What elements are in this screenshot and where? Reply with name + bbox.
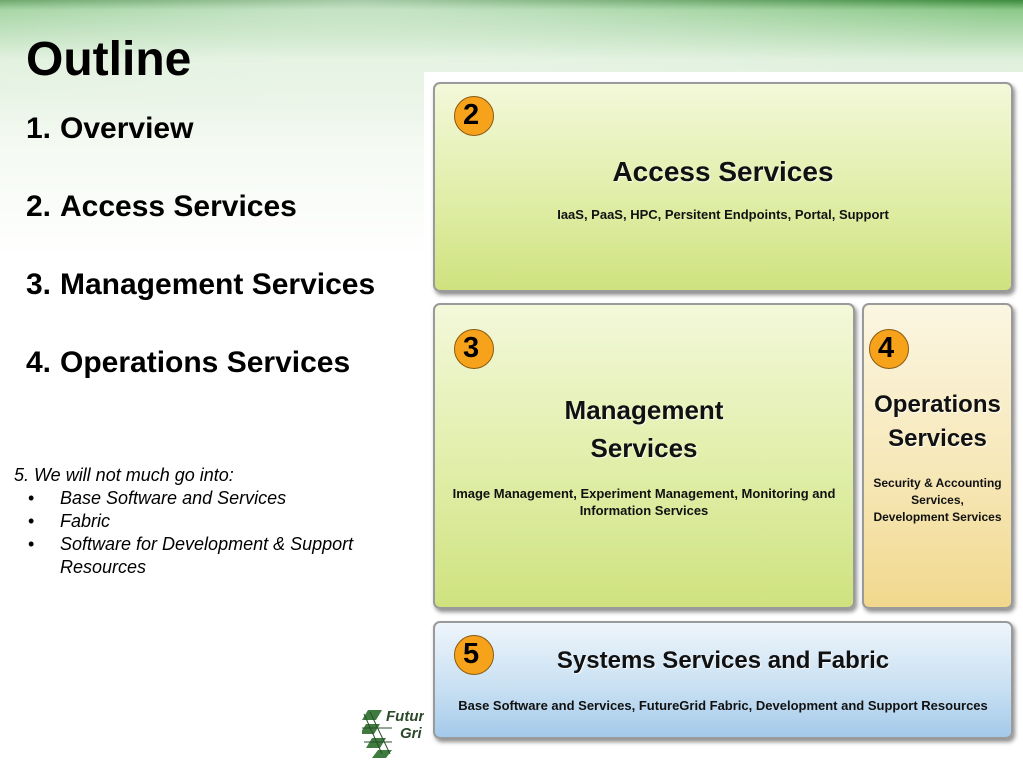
operations-services-title-line1: Operations (874, 391, 1001, 418)
access-services-box: 2 Access Services IaaS, PaaS, HPC, Persi… (433, 82, 1013, 292)
note-item: • Base Software and Services (14, 487, 414, 510)
outline-label: Access Services (60, 190, 297, 223)
note-title: 5. We will not much go into: (14, 465, 234, 485)
outline-label: Management Services (60, 268, 376, 301)
note-item-text: Software for Development & Support Resou… (60, 534, 354, 577)
systems-services-subtitle: Base Software and Services, FutureGrid F… (458, 698, 988, 713)
outline-number: 3. (26, 268, 52, 301)
badge-access: 2 (454, 96, 494, 136)
logo-text-line1: Futur (386, 708, 425, 725)
futuregrid-logo: Futur Gri (360, 702, 432, 758)
outline-number: 2. (26, 190, 52, 223)
badge-operations: 4 (869, 329, 909, 369)
outline-item-management: 3. Management Services (26, 268, 375, 346)
outline-label: Overview (60, 112, 194, 145)
systems-services-title: Systems Services and Fabric (556, 647, 890, 674)
management-services-title-line2: Services (590, 433, 698, 463)
outline-number: 4. (26, 346, 52, 379)
note-item-text: Base Software and Services (60, 488, 287, 508)
systems-services-box: 5 Systems Services and Fabric Base Softw… (433, 621, 1013, 739)
note-block: 5. We will not much go into: • Base Soft… (14, 464, 414, 579)
badge-systems: 5 (454, 635, 494, 675)
management-services-subtitle-line1: Image Management, Experiment Management,… (452, 486, 836, 501)
note-item-text: Fabric (60, 511, 111, 531)
bullet-icon: • (28, 511, 35, 531)
note-item: • Fabric (14, 510, 414, 533)
outline-item-overview: 1. Overview (26, 112, 375, 190)
outline-label: Operations Services (60, 346, 351, 379)
grid-logo-icon (360, 710, 392, 758)
badge-management: 3 (454, 329, 494, 369)
note-list: • Base Software and Services • Fabric • … (14, 487, 414, 579)
outline-item-access: 2. Access Services (26, 190, 375, 268)
note-item: • Software for Development & Support Res… (14, 533, 414, 579)
outline-number: 1. (26, 112, 52, 145)
operations-services-subtitle-line1: Security & Accounting (873, 476, 1002, 490)
access-services-title: Access Services (612, 156, 834, 187)
management-services-subtitle-line2: Information Services (579, 503, 709, 518)
operations-services-title-line2: Services (888, 425, 987, 452)
operations-services-box: 4 Operations Services Security & Account… (862, 303, 1013, 609)
bullet-icon: • (28, 488, 35, 508)
logo-text: Futur Gri (386, 708, 424, 742)
bullet-icon: • (28, 534, 35, 554)
outline-item-operations: 4. Operations Services (26, 346, 375, 424)
management-services-box: 3 Management Services Image Management, … (433, 303, 855, 609)
operations-services-subtitle-line3: Development Services (873, 510, 1002, 524)
services-diagram: 2 Access Services IaaS, PaaS, HPC, Persi… (424, 72, 1023, 767)
logo-text-line2: Gri (400, 725, 422, 742)
management-services-title-line1: Management (564, 395, 724, 425)
outline-list: 1. Overview 2. Access Services 3. Manage… (26, 112, 375, 424)
operations-services-subtitle-line2: Services, (911, 493, 964, 507)
slide-title: Outline (26, 33, 192, 86)
access-services-subtitle: IaaS, PaaS, HPC, Persitent Endpoints, Po… (557, 207, 889, 222)
